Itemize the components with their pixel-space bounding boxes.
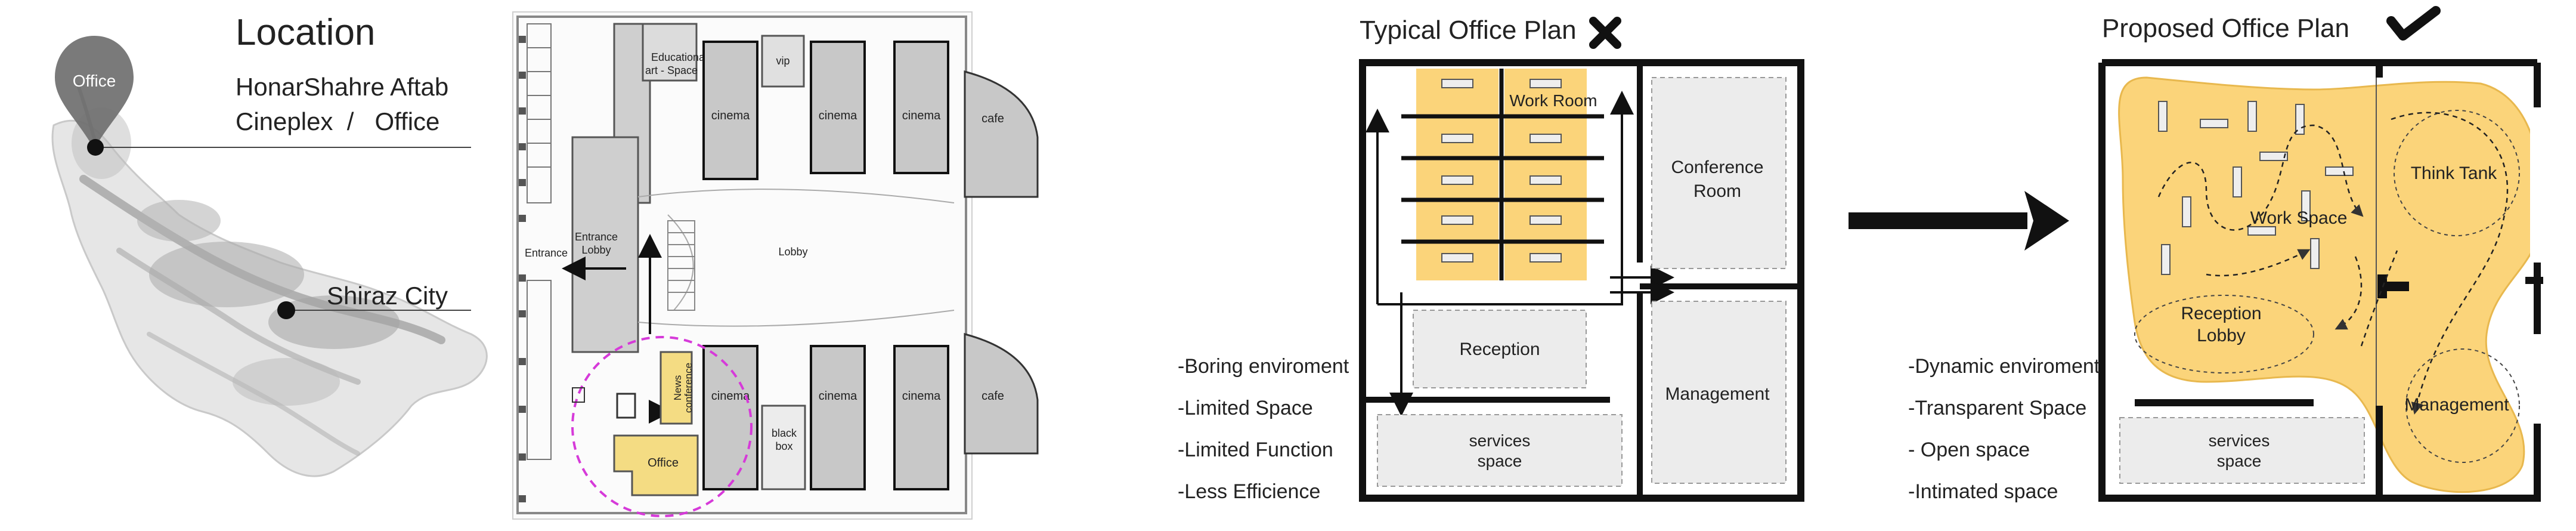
proposed-reception-1: Reception [2181, 304, 2261, 323]
location-line-1: HonarShahre Aftab [236, 73, 448, 101]
typical-office-plan: Typical Office Plan [1178, 16, 1804, 503]
proposed-services-2: space [2217, 452, 2262, 470]
proposed-point-2: -Transparent Space [1908, 397, 2086, 419]
typical-point-1: -Boring enviroment [1178, 355, 1349, 378]
location-title: Location [236, 12, 375, 53]
proposed-services-1: services [2209, 431, 2270, 450]
room-black-box-2: box [775, 440, 792, 452]
location-line-2: Cineplex / Office [236, 107, 439, 135]
proposed-work-space-label: Work Space [2250, 208, 2348, 228]
check-mark-icon [2386, 6, 2441, 41]
room-cinema-3: cinema [902, 109, 941, 122]
room-entrance-lobby-1: Entrance [575, 231, 618, 243]
proposed-title: Proposed Office Plan [2102, 14, 2349, 43]
room-cinema-1: cinema [711, 109, 750, 122]
room-lobby: Lobby [778, 246, 807, 258]
typical-reception-label: Reception [1459, 339, 1540, 359]
room-cinema-2: cinema [819, 109, 857, 122]
room-cafe-top: cafe [982, 112, 1004, 125]
typical-title: Typical Office Plan [1360, 16, 1577, 45]
room-cafe-bottom: cafe [982, 390, 1004, 403]
room-cinema-5: cinema [819, 390, 857, 403]
typical-point-4: -Less Efficience [1178, 480, 1320, 503]
city-label: Shiraz City [327, 282, 448, 310]
office-marker [87, 139, 104, 156]
room-news-2: conference [683, 363, 694, 413]
office-highlight-circle [571, 336, 753, 517]
typical-work-room-label: Work Room [1509, 91, 1597, 110]
shiraz-city-map [51, 83, 488, 477]
room-cinema-4: cinema [711, 390, 750, 403]
proposed-office-plan: Proposed Office Plan [1908, 6, 2544, 503]
room-entrance: Entrance [525, 247, 568, 259]
proposed-point-3: - Open space [1908, 439, 2030, 461]
typical-conference-1: Conference [1671, 158, 1763, 177]
site-plan: Educational art - Space vip cinema cinem… [512, 11, 1039, 520]
room-cinema-6: cinema [902, 390, 941, 403]
city-marker [277, 301, 295, 319]
open-workspace-blob [2118, 76, 2543, 493]
room-educational-1: Educational [651, 51, 707, 63]
proposed-reception-2: Lobby [2197, 326, 2246, 345]
proposed-point-4: -Intimated space [1908, 480, 2058, 503]
proposed-think-tank-label: Think Tank [2411, 163, 2498, 183]
room-office: Office [648, 456, 679, 470]
typical-services-1: services [1469, 431, 1531, 450]
room-news-1: News [672, 375, 683, 401]
typical-services-2: space [1478, 452, 1522, 470]
room-vip: vip [776, 55, 789, 67]
typical-point-2: -Limited Space [1178, 397, 1313, 419]
typical-conference-2: Room [1693, 181, 1741, 201]
room-educational-2: art - Space [645, 64, 698, 76]
pin-label: Office [73, 72, 116, 90]
office-pin-icon: Office [55, 36, 134, 149]
transition-arrow-icon [1849, 191, 2069, 251]
room-entrance-lobby-2: Lobby [581, 244, 611, 256]
location-panel: Office Location HonarShahre Aftab Cinepl… [51, 12, 488, 477]
typical-point-3: -Limited Function [1178, 439, 1333, 461]
work-room: Work Room [1401, 69, 1604, 280]
proposed-point-1: -Dynamic enviroment [1908, 355, 2100, 378]
cross-mark-icon [1589, 17, 1621, 49]
proposed-management-label: Management [2404, 395, 2509, 415]
typical-management-label: Management [1665, 384, 1770, 404]
room-black-box-1: black [772, 427, 797, 439]
